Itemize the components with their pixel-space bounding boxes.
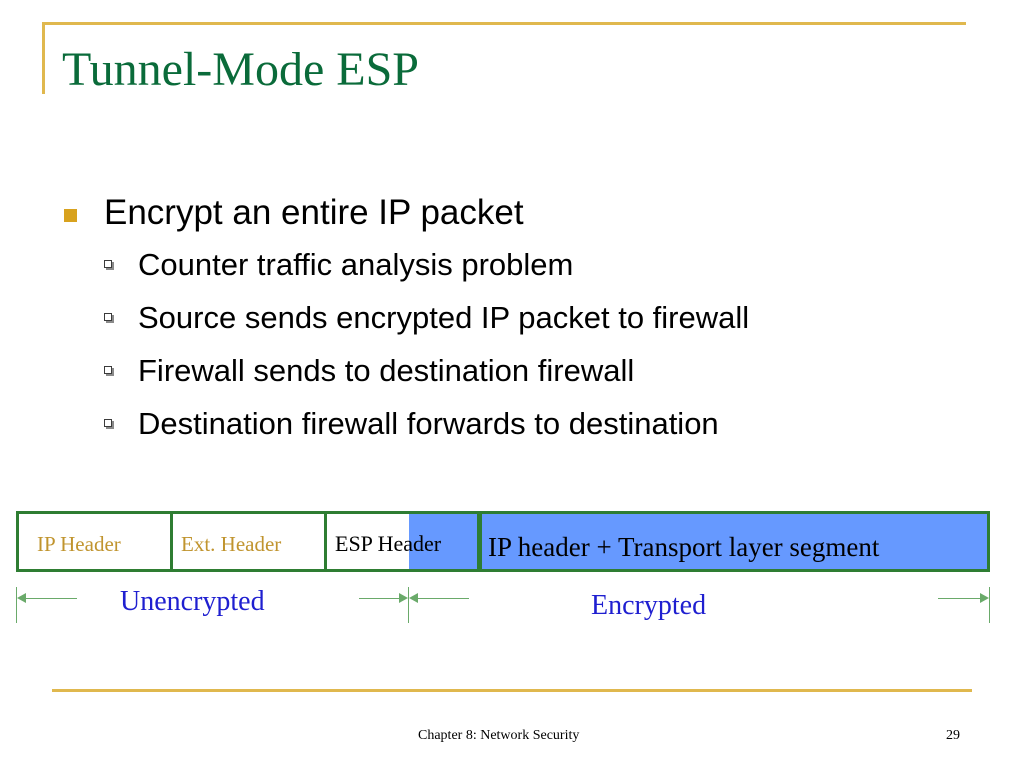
packet-field-encapsulated-ip-packet: IP header + Transport layer segment [477,511,990,572]
unencrypted-label: Unencrypted [120,586,265,617]
encrypted-region-fill [409,511,990,572]
packet-field-ip-header: IP Header [16,511,173,572]
sub-bullet-item: Destination firewall forwards to destina… [62,397,962,450]
bullet-item: Encrypt an entire IP packet [62,188,962,238]
title-frame-horizontal-rule [42,22,966,25]
packet-field-label: IP Header [37,532,121,556]
sub-bullet-text: Source sends encrypted IP packet to fire… [138,300,750,335]
unencrypted-arrow-right-line [359,598,405,599]
footer-rule [52,689,972,692]
encrypted-arrow-right-line [938,598,986,599]
packet-field-esp-header: ESP Header [324,511,482,572]
slide-title: Tunnel-Mode ESP [62,43,419,96]
unencrypted-arrow-left-line [20,598,77,599]
square-bullet-icon [64,209,77,222]
range-tick-start [16,587,17,623]
sub-bullet-text: Firewall sends to destination firewall [138,353,635,388]
arrow-right-icon [399,593,408,603]
title-frame-vertical-rule [42,22,45,94]
sub-bullet-item: Counter traffic analysis problem [62,238,962,291]
encrypted-label: Encrypted [591,590,707,621]
packet-field-label: ESP Header [335,531,442,556]
sub-bullet-text: Destination firewall forwards to destina… [138,406,719,441]
encrypted-arrow-left-line [412,598,469,599]
footer-chapter: Chapter 8: Network Security [418,728,580,743]
hollow-square-bullet-icon [104,366,112,374]
sub-bullet-item: Firewall sends to destination firewall [62,344,962,397]
bullet-text: Encrypt an entire IP packet [104,193,524,232]
arrow-right-icon [980,593,989,603]
sub-bullet-item: Source sends encrypted IP packet to fire… [62,291,962,344]
range-tick-middle [408,587,409,623]
range-tick-end [989,587,990,623]
bullet-list: Encrypt an entire IP packet Counter traf… [62,188,962,450]
packet-field-label: Ext. Header [181,532,282,556]
packet-field-label: IP header + Transport layer segment [488,532,880,562]
page-number: 29 [946,728,960,743]
hollow-square-bullet-icon [104,419,112,427]
packet-field-ext-header: Ext. Header [170,511,327,572]
sub-bullet-text: Counter traffic analysis problem [138,247,574,282]
hollow-square-bullet-icon [104,313,112,321]
hollow-square-bullet-icon [104,260,112,268]
